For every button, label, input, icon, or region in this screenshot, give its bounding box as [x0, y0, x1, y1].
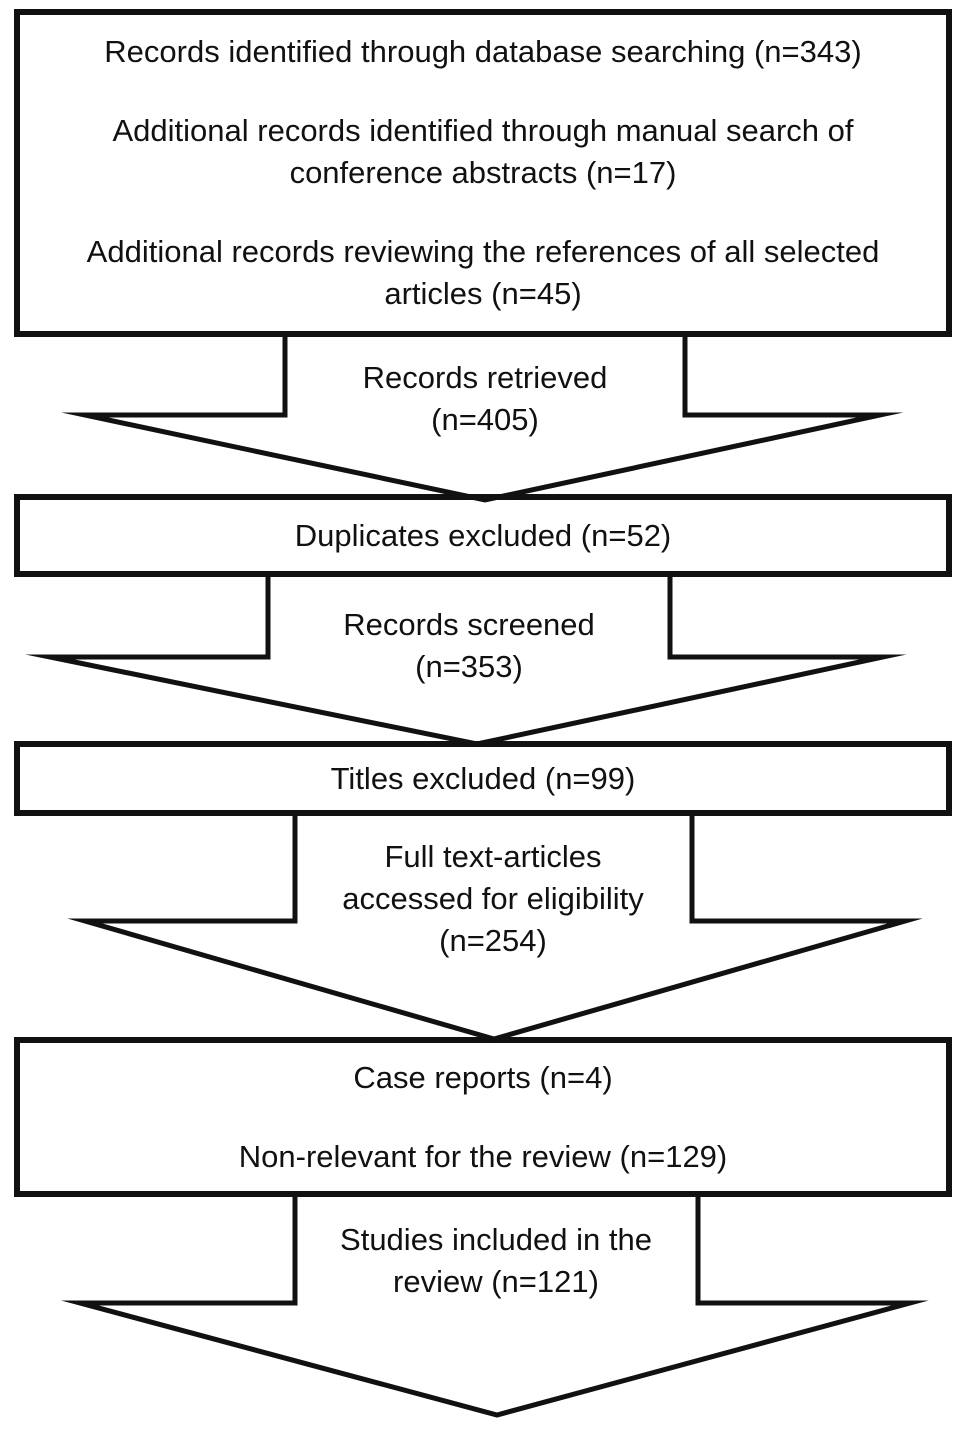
text-line: accessed for eligibility	[342, 881, 644, 916]
text-line: Records identified through database sear…	[104, 34, 862, 69]
text-line: Titles excluded (n=99)	[330, 760, 636, 796]
identification-paragraph-manual-search: Additional records identified through ma…	[94, 110, 871, 194]
text-line: Duplicates excluded (n=52)	[294, 517, 672, 553]
text-line: (n=254)	[439, 923, 547, 958]
text-line: (n=353)	[415, 649, 523, 684]
label-studies-included: Studies included in the review (n=121)	[340, 1219, 652, 1303]
box-titles-excluded: Titles excluded (n=99)	[14, 741, 952, 816]
fulltext-paragraph-non-relevant: Non-relevant for the review (n=129)	[221, 1136, 746, 1178]
text-line: Studies included in the	[340, 1222, 652, 1257]
label-records-screened: Records screened (n=353)	[343, 604, 595, 688]
text-line: conference abstracts (n=17)	[289, 155, 677, 190]
text-line: articles (n=45)	[384, 276, 582, 311]
label-records-retrieved: Records retrieved (n=405)	[363, 357, 608, 441]
text-line: Non-relevant for the review (n=129)	[238, 1138, 728, 1174]
identification-paragraph-database: Records identified through database sear…	[86, 31, 879, 73]
fulltext-paragraph-case-reports: Case reports (n=4)	[335, 1057, 630, 1099]
text-line: Additional records identified through ma…	[112, 113, 854, 148]
identification-paragraph-references: Additional records reviewing the referen…	[69, 231, 898, 315]
text-line: (n=405)	[431, 402, 539, 437]
box-identification: Records identified through database sear…	[14, 9, 952, 337]
text-line: Additional records reviewing the referen…	[86, 234, 880, 269]
text-line: Full text-articles	[384, 839, 602, 874]
label-fulltext-eligibility: Full text-articles accessed for eligibil…	[342, 836, 644, 962]
box-duplicates-excluded: Duplicates excluded (n=52)	[14, 494, 952, 577]
text-line: Case reports (n=4)	[353, 1059, 613, 1095]
text-line: review (n=121)	[393, 1264, 599, 1299]
text-line: Records screened	[343, 607, 595, 642]
text-line: Records retrieved	[362, 360, 608, 395]
box-fulltext-exclusions: Case reports (n=4) Non-relevant for the …	[14, 1037, 952, 1197]
